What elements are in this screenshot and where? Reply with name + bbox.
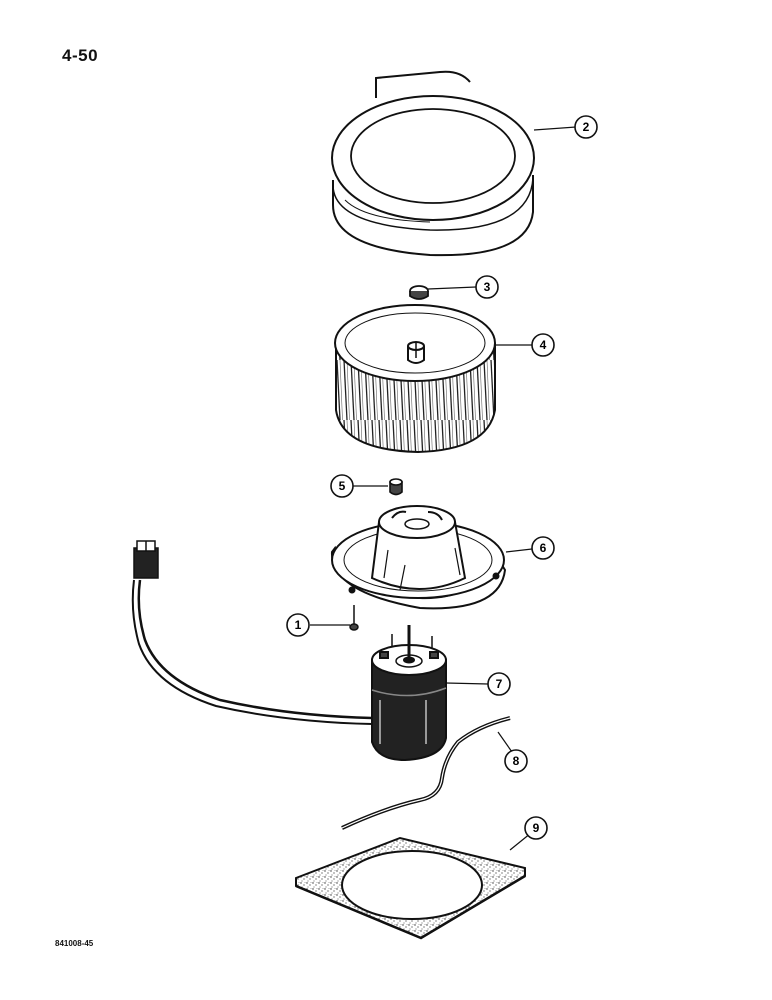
- callout-2: 2: [574, 115, 598, 139]
- svg-text:8: 8: [513, 754, 520, 768]
- callout-6: 6: [531, 536, 555, 560]
- svg-text:4: 4: [540, 338, 547, 352]
- ground-wire: [341, 716, 511, 830]
- svg-text:2: 2: [583, 120, 590, 134]
- figure-code: 841008-45: [55, 939, 94, 948]
- blower-motor: [371, 625, 447, 762]
- svg-text:5: 5: [339, 479, 346, 493]
- svg-text:1: 1: [295, 618, 302, 632]
- svg-text:6: 6: [540, 541, 547, 555]
- callout-5: 5: [330, 474, 354, 498]
- retaining-nut: [409, 285, 429, 300]
- motor-mounting-plate: [330, 505, 507, 610]
- motor-wire-harness: [131, 540, 373, 725]
- blower-wheel: [334, 304, 496, 454]
- svg-text:9: 9: [533, 821, 540, 835]
- callout-1: 1: [286, 613, 310, 637]
- blower-housing: [331, 70, 535, 257]
- callout-3: 3: [475, 275, 499, 299]
- svg-text:7: 7: [496, 677, 503, 691]
- nut: [389, 478, 403, 496]
- callout-4: 4: [531, 333, 555, 357]
- callout-8: 8: [504, 749, 528, 773]
- screw: [349, 605, 359, 631]
- callout-9: 9: [524, 816, 548, 840]
- callout-7: 7: [487, 672, 511, 696]
- gasket: [295, 836, 526, 940]
- page-number: 4-50: [62, 46, 99, 65]
- svg-text:3: 3: [484, 280, 491, 294]
